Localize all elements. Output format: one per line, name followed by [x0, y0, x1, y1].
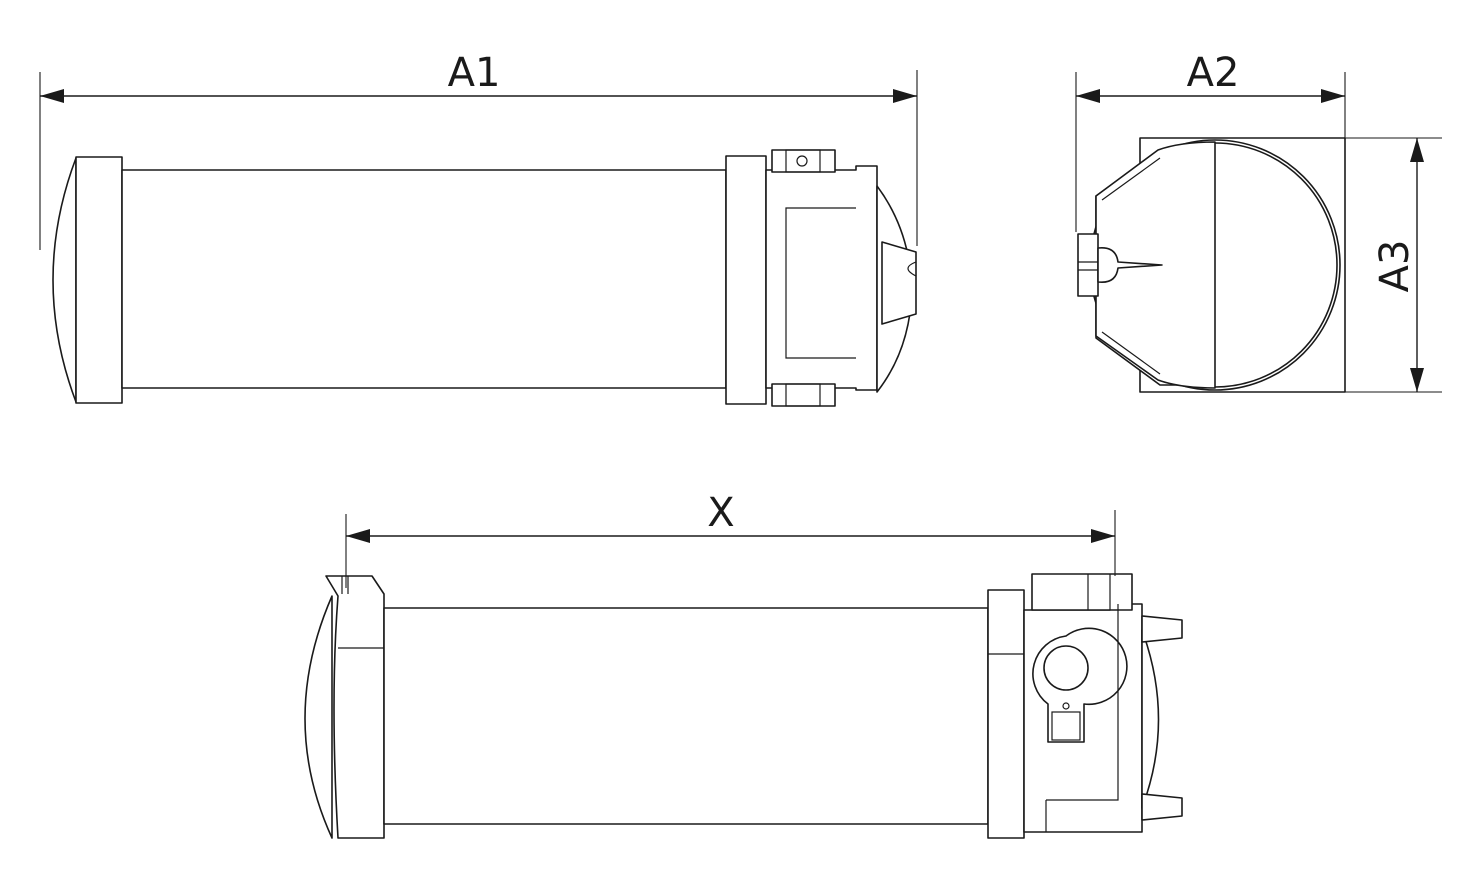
end-view-inner-contour	[1101, 157, 1161, 375]
top-view-top-lug	[771, 149, 836, 173]
top-view-right-flange	[725, 155, 767, 405]
top-view-right-housing	[765, 165, 878, 391]
top-view-screw	[796, 155, 808, 167]
end-view-connector	[1077, 233, 1099, 297]
front-view-top-block	[1031, 573, 1133, 611]
top-view-left-endcap	[75, 156, 123, 404]
dimension-a2-label: A2	[1187, 50, 1240, 96]
front-view-left-dome	[304, 595, 333, 839]
front-view-connector-bottom	[1141, 793, 1183, 821]
dimension-a1: A1	[39, 50, 918, 250]
top-view-tube	[121, 169, 727, 389]
top-view-connector-notch	[907, 261, 917, 277]
end-view-connector-fin	[1097, 246, 1163, 284]
dimension-a2: A2	[1075, 50, 1346, 232]
top-view	[52, 149, 917, 407]
front-view-lower-recess	[1045, 604, 1119, 832]
front-view-keyhole-slot	[1051, 711, 1081, 741]
front-view-right-flange	[987, 589, 1025, 839]
top-view-recess	[785, 207, 856, 359]
dimension-a3-label: A3	[1372, 240, 1418, 293]
end-view	[1077, 137, 1346, 393]
dimension-x-label: X	[707, 490, 734, 536]
top-view-top-lug-inner	[785, 149, 821, 173]
front-view	[304, 573, 1183, 839]
top-view-bottom-lug	[771, 383, 836, 407]
front-view-keyhole-inner	[1043, 645, 1089, 691]
dimension-a3: A3	[1345, 137, 1442, 393]
front-view-connector-top	[1141, 615, 1183, 643]
top-view-bottom-lug-inner	[785, 383, 821, 407]
front-view-tube	[383, 607, 989, 825]
front-view-left-clip	[325, 575, 385, 839]
top-view-connector	[881, 241, 917, 325]
dimension-a1-label: A1	[448, 50, 501, 96]
front-view-back-dome	[1141, 629, 1160, 809]
top-view-left-dome	[52, 157, 77, 403]
dimension-x: X	[345, 490, 1116, 588]
